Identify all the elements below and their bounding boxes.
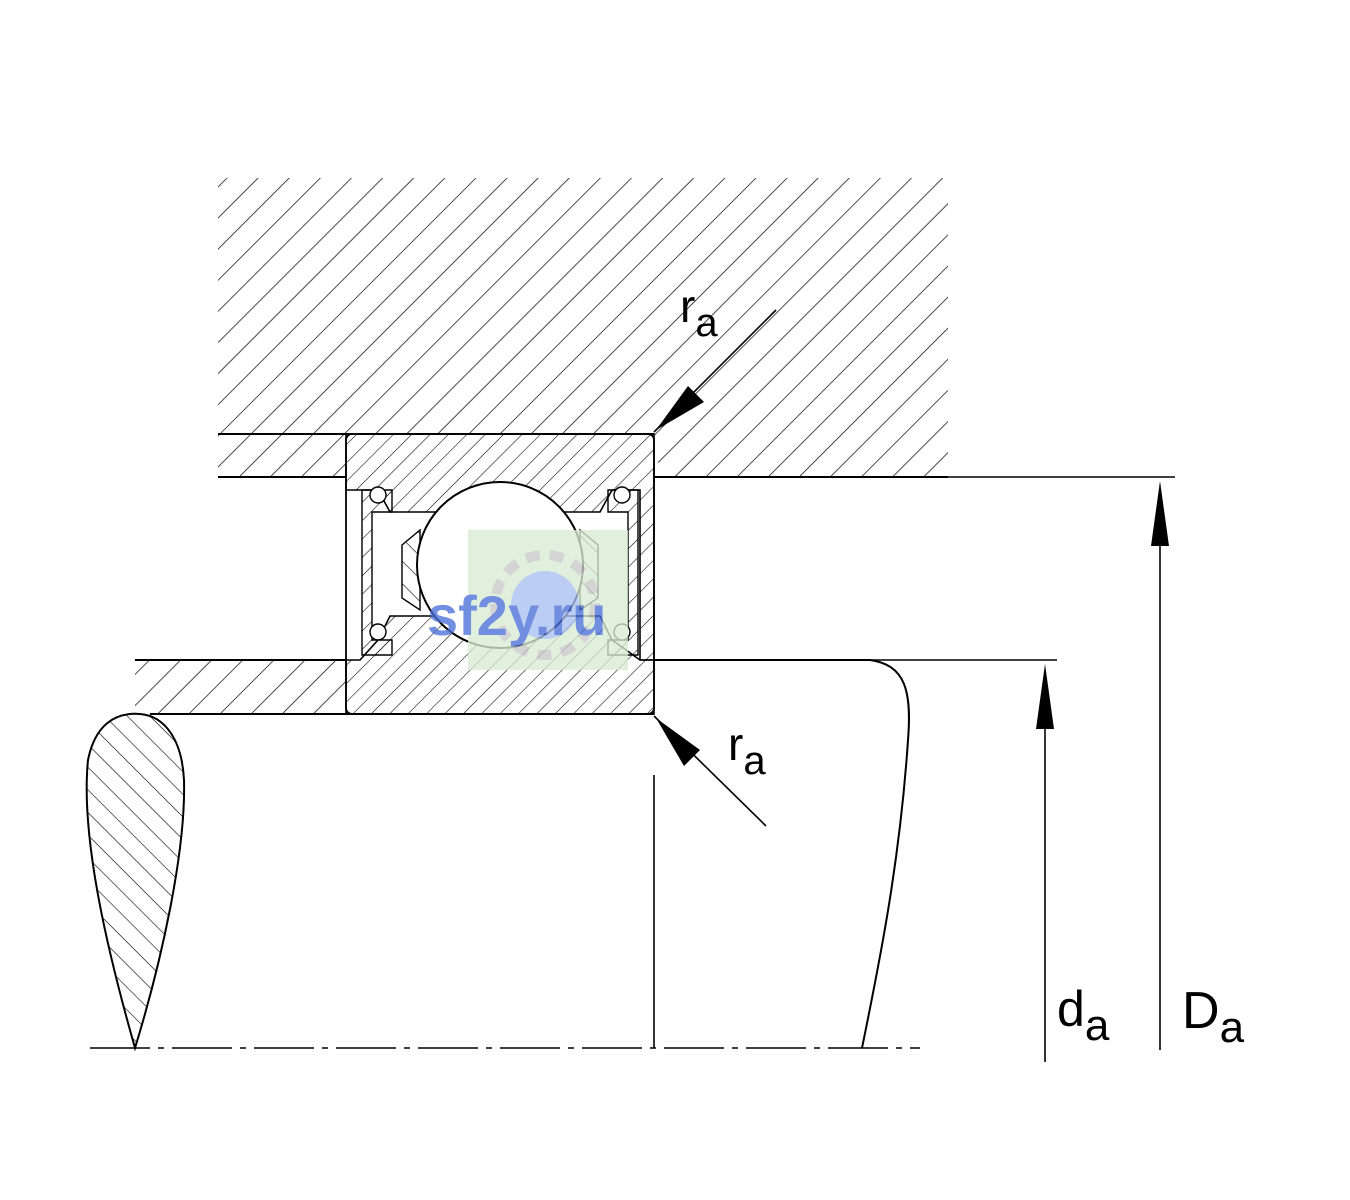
da-arrow-icon	[1036, 664, 1054, 729]
outer-ring-left-section	[218, 434, 346, 477]
watermark-center-icon	[511, 571, 579, 639]
shaft-end-contour	[861, 659, 910, 1049]
outer-ring	[218, 433, 655, 715]
dimension-Da	[948, 476, 1175, 1050]
radius-leader-top	[653, 309, 777, 433]
watermark-ring-icon	[490, 550, 600, 660]
seal-left-lip-top	[369, 486, 387, 504]
label-ra-bottom: ra	[728, 718, 766, 783]
watermark: sf2y.ru	[427, 530, 628, 670]
Da-arrow-icon	[1151, 481, 1169, 546]
housing-section-right	[654, 434, 948, 477]
seal-left	[361, 489, 393, 656]
dimension-da	[870, 659, 1057, 1062]
ra-top-arrow-icon	[656, 386, 704, 430]
shaft	[654, 659, 910, 1049]
label-Da: Da	[1182, 982, 1245, 1052]
label-ra-top: ra	[680, 280, 718, 345]
cage-left	[401, 528, 421, 612]
housing-section	[218, 178, 948, 434]
shaft-break-section	[85, 712, 186, 1052]
label-da: da	[1057, 981, 1110, 1050]
housing	[218, 178, 948, 478]
seal-left-lip-bottom	[369, 623, 387, 641]
seal-right-lip-top	[613, 486, 631, 504]
radius-leader-bottom	[653, 715, 767, 827]
ra-bottom-arrow-icon	[656, 718, 700, 766]
watermark-text: sf2y.ru	[427, 584, 606, 647]
shaft-left-section	[135, 660, 346, 714]
